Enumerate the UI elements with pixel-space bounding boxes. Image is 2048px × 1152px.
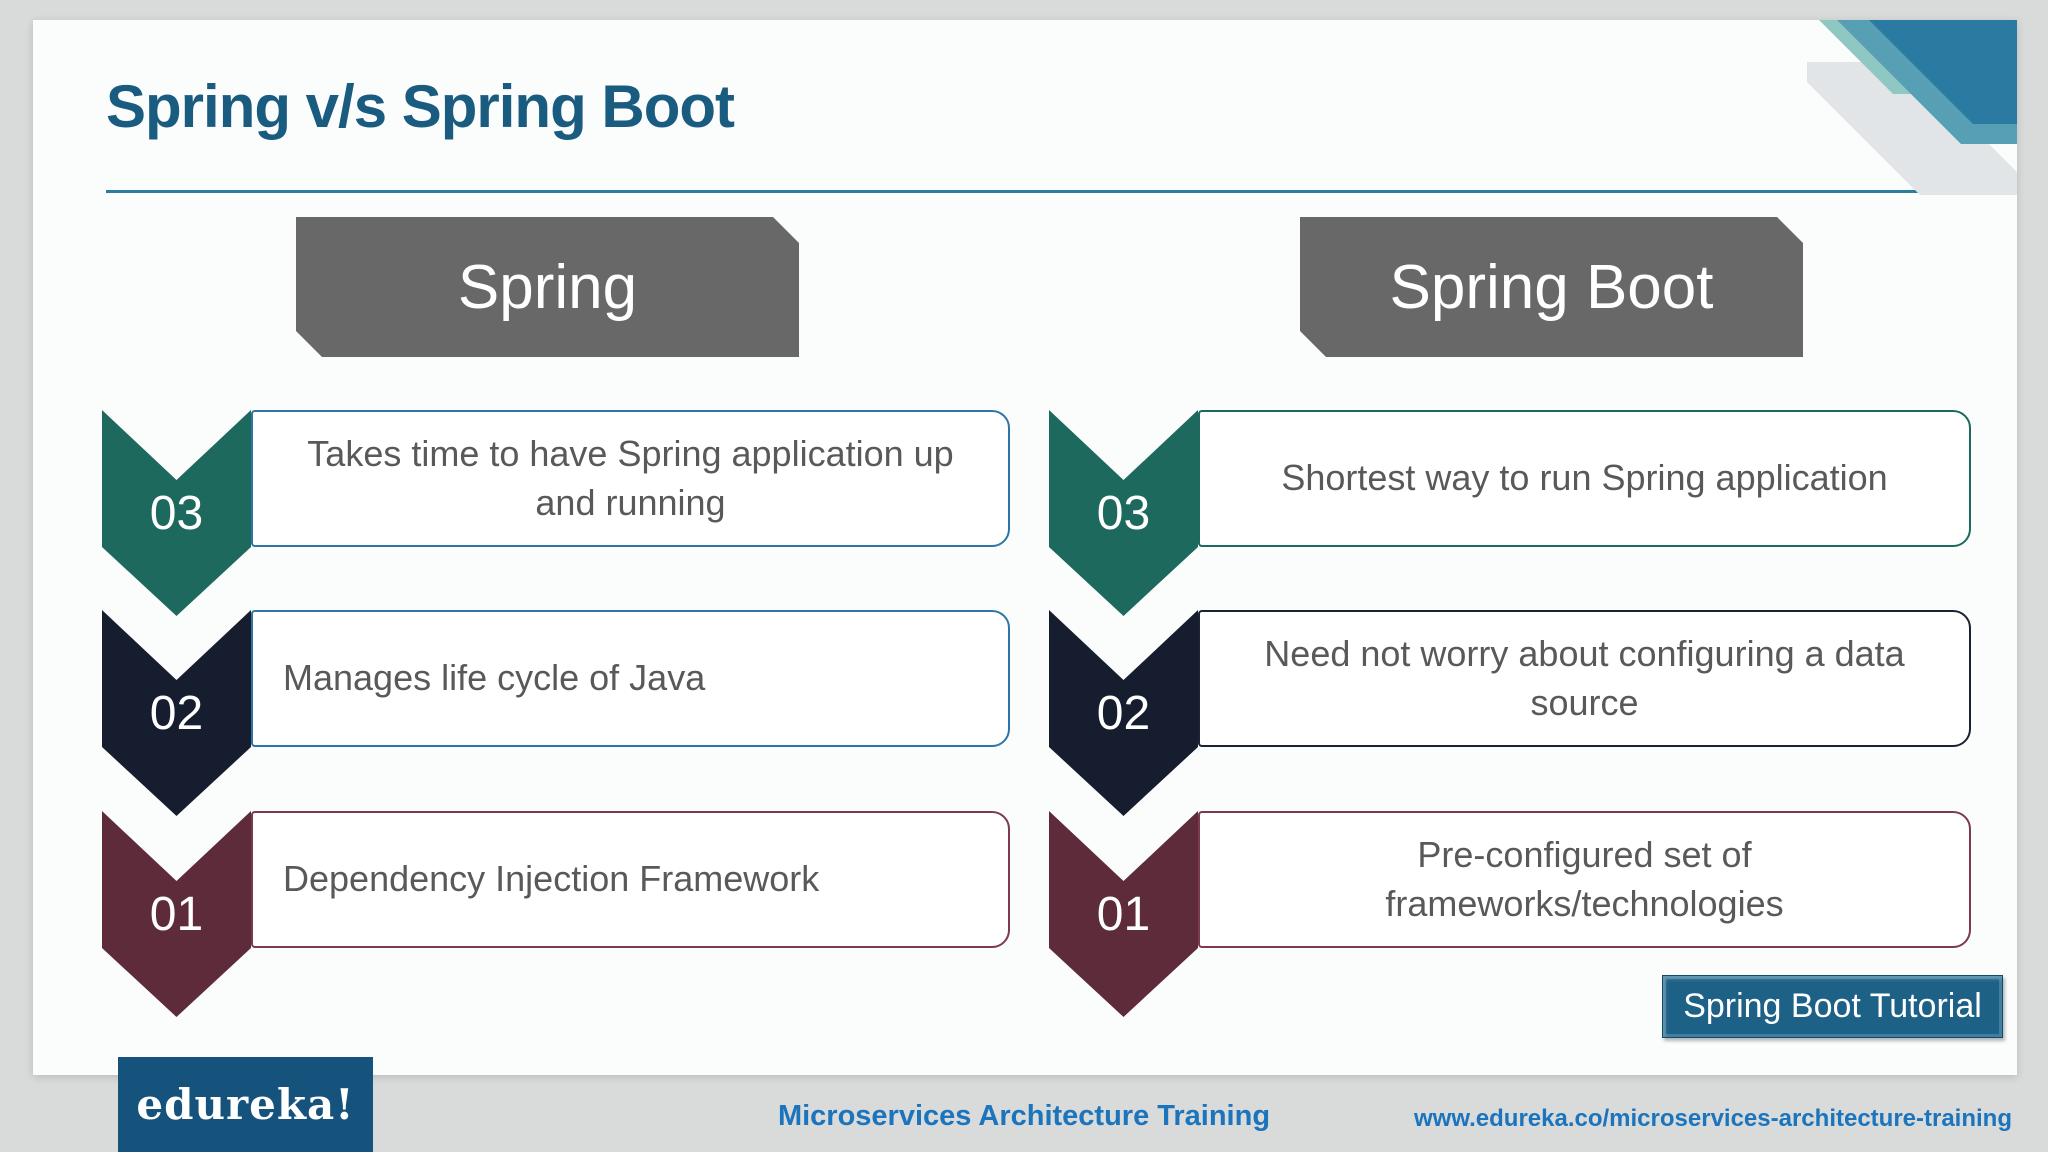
corner-decoration-icon <box>1807 20 2017 195</box>
website-link[interactable]: www.edureka.co/microservices-architectur… <box>1414 1105 2012 1132</box>
item-number: 02 <box>149 687 204 740</box>
item-number: 01 <box>1096 888 1151 941</box>
slide: Spring v/s Spring Boot Spring Spring Boo… <box>33 20 2017 1075</box>
item-box: Dependency Injection Framework <box>251 811 1010 948</box>
item-text: Takes time to have Spring application up… <box>307 432 954 523</box>
item-number: 02 <box>1096 687 1151 740</box>
item-number: 03 <box>1096 487 1151 540</box>
item-text: Manages life cycle of Java <box>283 657 706 699</box>
item-box: Takes time to have Spring application up… <box>251 410 1010 547</box>
item-number: 01 <box>149 888 204 941</box>
item-text: Pre-configured set of frameworks/technol… <box>1385 833 1784 924</box>
item-box: Need not worry about configuring a data … <box>1198 610 1971 747</box>
title-divider <box>106 190 1942 193</box>
item-box: Pre-configured set of frameworks/technol… <box>1198 811 1971 948</box>
item-box: Shortest way to run Spring application <box>1198 410 1971 547</box>
chevron-badge-01-icon: 01 <box>1049 811 1198 1017</box>
course-title: Microservices Architecture Training <box>777 1100 1271 1132</box>
chevron-badge-03-icon: 03 <box>102 410 251 616</box>
chevron-badge-03-icon: 03 <box>1049 410 1198 616</box>
spring-boot-tutorial-button[interactable]: Spring Boot Tutorial <box>1662 975 2003 1038</box>
item-number: 03 <box>149 487 204 540</box>
item-text: Dependency Injection Framework <box>283 858 820 900</box>
column-header-spring-boot-label: Spring Boot <box>1389 252 1714 322</box>
item-text: Need not worry about configuring a data … <box>1264 632 1905 723</box>
column-header-spring-boot: Spring Boot <box>1300 217 1803 357</box>
item-text: Shortest way to run Spring application <box>1281 457 1888 499</box>
chevron-badge-02-icon: 02 <box>1049 610 1198 816</box>
page-title: Spring v/s Spring Boot <box>106 73 735 140</box>
chevron-badge-01-icon: 01 <box>102 811 251 1017</box>
column-header-spring-label: Spring <box>457 252 638 322</box>
chevron-badge-02-icon: 02 <box>102 610 251 816</box>
item-box: Manages life cycle of Java <box>251 610 1010 747</box>
column-header-spring: Spring <box>296 217 799 357</box>
edureka-logo: edureka! <box>118 1057 373 1152</box>
